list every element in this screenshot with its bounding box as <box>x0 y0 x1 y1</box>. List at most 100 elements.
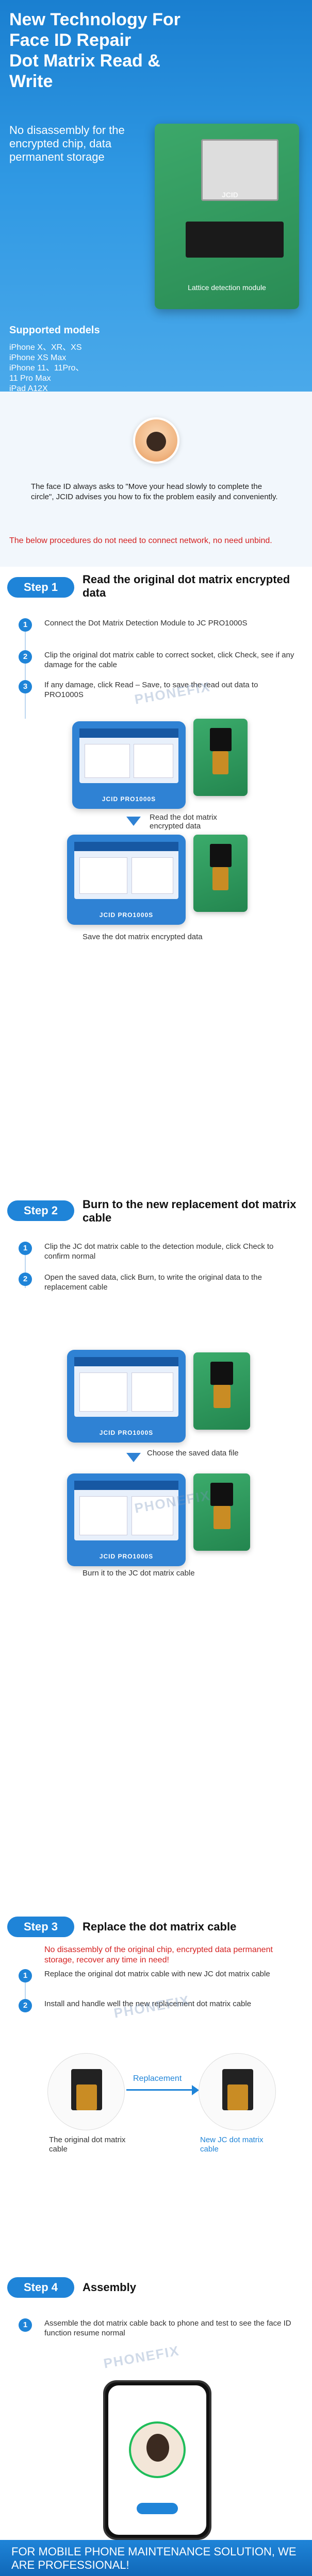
footer-slogan: FOR MOBILE PHONE MAINTENANCE SOLUTION, W… <box>11 2545 297 2571</box>
hero-title-line-1: New Technology For <box>9 10 180 29</box>
step-2-badge: Step 2 <box>7 1200 74 1221</box>
faceid-ring <box>129 2421 186 2478</box>
step-2-bullet-1: 1 <box>19 1242 32 1255</box>
hero-title: New Technology For Face ID Repair Dot Ma… <box>9 9 205 92</box>
caption-save: Save the dot matrix encrypted data <box>83 933 203 941</box>
device-screen <box>74 1357 178 1417</box>
detection-module-pcb-3 <box>193 1352 250 1430</box>
detection-module-board: JCID Lattice detection module <box>155 124 299 309</box>
pcb-connector <box>210 1362 233 1385</box>
step-1-item-2: Clip the original dot matrix cable to co… <box>44 651 294 669</box>
device-screen <box>74 842 178 899</box>
device-label: JCID PRO1000S <box>102 795 156 803</box>
arrow-down-icon <box>126 817 141 826</box>
device-pane-2 <box>134 744 173 778</box>
pcb-cable <box>212 751 229 774</box>
device-titlebar <box>74 1357 178 1366</box>
original-cable-image <box>47 2053 125 2130</box>
step-3-note: No disassembly of the original chip, enc… <box>44 1945 273 1964</box>
phone-button <box>137 2503 178 2514</box>
step-3-item-2: Install and handle well the new replacem… <box>44 1999 252 2008</box>
caption-burn: Burn it to the JC dot matrix cable <box>83 1569 195 1578</box>
model-item: iPad A12X <box>9 384 48 392</box>
device-pane-2 <box>132 1496 173 1535</box>
step-1-bullet-1: 1 <box>19 618 32 632</box>
pcb-connector <box>209 844 232 867</box>
device-label: JCID PRO1000S <box>99 911 154 919</box>
step-3-timeline <box>25 1969 26 2005</box>
hero-title-line-3: Dot Matrix Read & Write <box>9 51 160 91</box>
step-2-title: Burn to the new replacement dot matrix c… <box>83 1198 297 1224</box>
step-3-bullet-1: 1 <box>19 1969 32 1982</box>
caption-choose: Choose the saved data file <box>147 1449 239 1458</box>
arrow-down-icon <box>126 1453 141 1462</box>
face-icon <box>146 2434 169 2462</box>
board-socket <box>186 222 284 258</box>
cable-tail <box>76 2084 97 2110</box>
intro-text: The face ID always asks to "Move your he… <box>31 482 278 501</box>
step-4-title: Assembly <box>83 2281 136 2294</box>
step-1-title: Read the original dot matrix encrypted d… <box>83 573 290 599</box>
phone-image <box>103 2380 211 2540</box>
device-pane <box>79 857 127 894</box>
device-titlebar <box>79 728 178 738</box>
board-caption: Lattice detection module <box>188 283 266 292</box>
step-1-item-1: Connect the Dot Matrix Detection Module … <box>44 619 248 628</box>
step-3-title: Replace the dot matrix cable <box>83 1920 237 1933</box>
pro1000s-device-3: JCID PRO1000S <box>67 1350 186 1443</box>
device-pane-2 <box>132 857 173 894</box>
step-2-bullet-2: 2 <box>19 1273 32 1286</box>
pcb-cable <box>213 1506 231 1529</box>
device-pane <box>79 1372 127 1412</box>
device-label: JCID PRO1000S <box>99 1553 154 1560</box>
step-1-timeline <box>25 618 26 719</box>
device-screen <box>79 728 178 783</box>
footer-banner: FOR MOBILE PHONE MAINTENANCE SOLUTION, W… <box>0 2540 312 2576</box>
pcb-cable <box>213 1385 231 1408</box>
model-item: iPhone X、XR、XS <box>9 343 82 352</box>
pcb-cable <box>212 867 229 890</box>
new-cable-image <box>199 2053 276 2130</box>
pro1000s-device-2: JCID PRO1000S <box>67 835 186 925</box>
pcb-connector <box>210 1483 233 1506</box>
model-item: iPhone 11、11Pro、 <box>9 364 84 372</box>
step-1-badge: Step 1 <box>7 577 74 598</box>
detection-module-pcb-4 <box>193 1473 250 1551</box>
pro1000s-device-4: JCID PRO1000S <box>67 1473 186 1566</box>
detection-module-pcb-2 <box>193 835 248 912</box>
model-item: iPhone XS Max <box>9 353 67 362</box>
step-1-bullet-3: 3 <box>19 680 32 693</box>
model-item: 11 Pro Max <box>9 374 51 383</box>
detection-module-pcb-1 <box>193 719 248 796</box>
device-titlebar <box>74 1481 178 1490</box>
pcb-connector <box>209 728 232 751</box>
caption-read: Read the dot matrix encrypted data <box>150 813 217 831</box>
watermark: PHONEFIX <box>112 1992 191 2021</box>
phone-screen <box>108 2385 206 2535</box>
device-label: JCID PRO1000S <box>99 1429 154 1436</box>
hero-banner: New Technology For Face ID Repair Dot Ma… <box>0 0 312 392</box>
step-2-item-1: Clip the JC dot matrix cable to the dete… <box>44 1242 274 1261</box>
intro-section: The face ID always asks to "Move your he… <box>0 392 312 567</box>
face-icon <box>146 432 166 451</box>
arrow-head-icon <box>192 2085 199 2095</box>
watermark: PHONEFIX <box>102 2343 181 2371</box>
step-4-bullet-1: 1 <box>19 2318 32 2332</box>
step-3-badge: Step 3 <box>7 1917 74 1937</box>
step-3-bullet-2: 2 <box>19 1999 32 2012</box>
caption-new: New JC dot matrix cable <box>200 2136 264 2154</box>
supported-models-list: iPhone X、XR、XS iPhone XS Max iPhone 11、1… <box>9 343 84 392</box>
device-pane <box>85 744 130 778</box>
arrow-right-icon <box>126 2089 193 2091</box>
board-brand: JCID <box>222 191 238 199</box>
step-2-item-2: Open the saved data, click Burn, to writ… <box>44 1273 262 1292</box>
device-pane <box>79 1496 127 1535</box>
device-pane-2 <box>132 1372 173 1412</box>
device-screen <box>74 1481 178 1540</box>
pro1000s-device-1: JCID PRO1000S <box>72 721 186 809</box>
replacement-label: Replacement <box>133 2074 182 2083</box>
cable-tail <box>227 2084 248 2110</box>
no-network-warning: The below procedures do not need to conn… <box>9 536 272 545</box>
step-4-badge: Step 4 <box>7 2277 74 2298</box>
board-chip <box>201 139 278 201</box>
